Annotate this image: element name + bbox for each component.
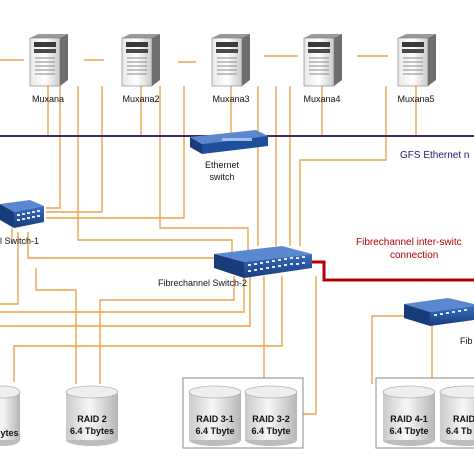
- server-label-muxana5: Muxana5: [397, 94, 435, 104]
- server-label-muxana3: Muxana3: [212, 94, 250, 104]
- raid-4-1-size: 6.4 Tbyte: [389, 426, 429, 436]
- interswitch-label-line2: connection: [390, 250, 439, 261]
- cables: [0, 55, 433, 415]
- cable-muxana2-fc2: [159, 86, 249, 254]
- raid-arrays: [0, 385, 474, 446]
- server-tower-icon: [121, 34, 160, 87]
- cable-muxana3-fc1: [46, 86, 185, 219]
- fc-switch-3-label: Fib: [460, 336, 473, 346]
- cable-fc1-raid1: [0, 232, 19, 305]
- ethernet-switch-label-line1: Ethernet: [204, 160, 240, 170]
- ethernet-switch-label-line2: switch: [209, 172, 235, 182]
- fc-switch-2-label: Fibrechannel Switch-2: [158, 278, 248, 288]
- cable-fc2-left: [0, 276, 245, 313]
- raid-cylinder-icon: [65, 385, 119, 446]
- interswitch-label-line1: Fibrechannel inter-switc: [356, 237, 462, 248]
- server-label-muxana: Muxana: [31, 94, 65, 104]
- cable-muxana5-fc2: [299, 86, 387, 246]
- server-label-muxana4: Muxana4: [303, 94, 341, 104]
- interswitch-link: [312, 260, 474, 282]
- raid-1-size: Tbytes: [0, 428, 19, 438]
- server-tower-icon: [303, 34, 342, 87]
- raid-3-1-size: 6.4 Tbyte: [195, 426, 235, 436]
- raid-2-size: 6.4 Tbytes: [69, 426, 115, 436]
- cable-fc2-left2: [0, 276, 251, 327]
- cable-fc2-raid32: [298, 276, 317, 415]
- raid-cylinder-icon: [188, 385, 242, 446]
- raid-cylinder-icon: [0, 385, 21, 446]
- gfs-network-label: GFS Ethernet n: [400, 150, 470, 161]
- cable-muxana-fc2: [77, 86, 233, 256]
- servers: [29, 34, 436, 87]
- ethernet-switch-icon: [190, 130, 268, 154]
- cable-fc3-raid4: [371, 315, 414, 384]
- raid-cylinder-icon: [439, 385, 474, 446]
- raid-2-name: RAID 2: [77, 414, 107, 424]
- cable-fc1-fc2: [27, 232, 252, 259]
- cable-muxana-fc1: [46, 86, 61, 209]
- cable-fc1-raid2: [35, 268, 77, 384]
- raid-3-2-name: RAID 3-2: [252, 414, 290, 424]
- cable-fc2-raid1: [13, 276, 283, 382]
- raid-4-2-name: RAID 4: [453, 414, 474, 424]
- raid-cylinder-icon: [244, 385, 298, 446]
- server-label-muxana2: Muxana2: [122, 94, 160, 104]
- cable-fc2-raid2: [99, 276, 235, 384]
- raid-cylinder-icon: [382, 385, 436, 446]
- raid-4-2-size: 6.4 Tb: [446, 426, 473, 436]
- server-tower-icon: [397, 34, 436, 87]
- raid-3-2-size: 6.4 Tbyte: [251, 426, 291, 436]
- fc-switch-1-label: l Switch-1: [0, 236, 40, 246]
- server-tower-icon: [211, 34, 250, 87]
- raid-3-1-name: RAID 3-1: [196, 414, 234, 424]
- server-tower-icon: [29, 34, 68, 87]
- fc-switch-2-icon: [214, 246, 312, 278]
- fc-switch-3-icon: [404, 298, 474, 326]
- fc-switch-1-icon: [0, 200, 44, 228]
- cable-muxana2-fc1: [46, 86, 103, 213]
- raid-4-1-name: RAID 4-1: [390, 414, 428, 424]
